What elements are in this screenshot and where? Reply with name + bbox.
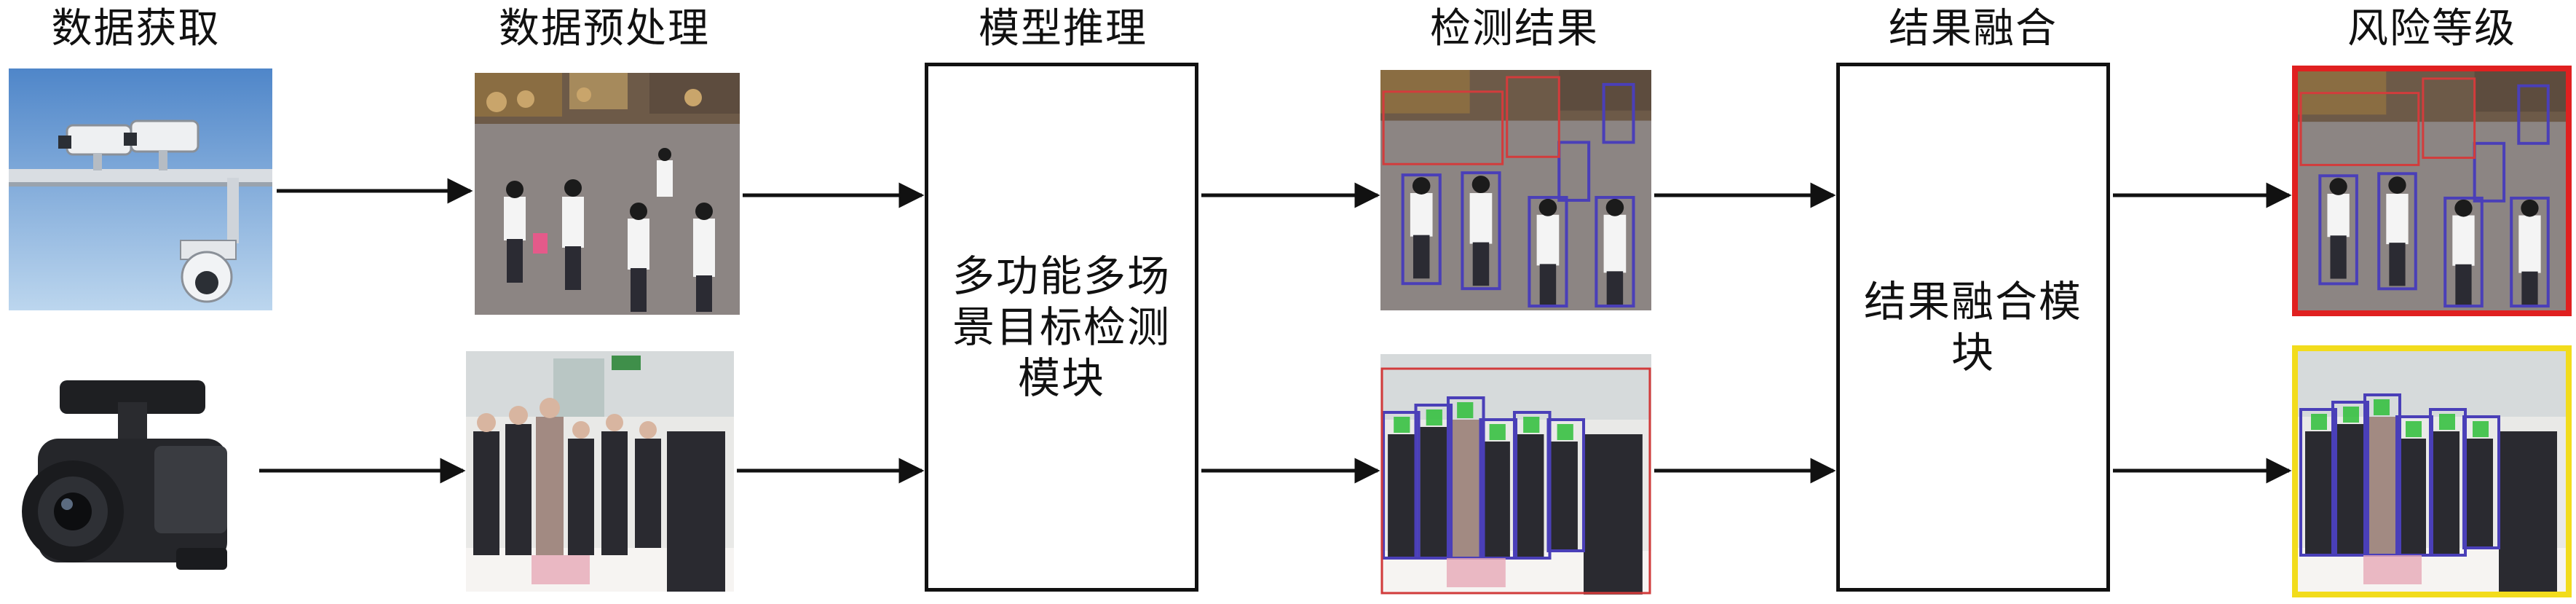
high-risk-frame-icon: [2298, 71, 2566, 310]
preprocessed-frame-indoor: [466, 351, 734, 592]
fusion-module-label: 结果融合模块: [1863, 277, 2082, 377]
detection-result-crowd: [1380, 70, 1651, 310]
camcorder-icon: [9, 366, 256, 592]
risk-level-high: [2292, 66, 2572, 316]
surveillance-camera-image: [9, 68, 272, 310]
fusion-module-box: 结果融合模块: [1836, 63, 2110, 592]
indoor-detection-icon: [1380, 354, 1651, 595]
column-title-inference: 模型推理: [979, 5, 1147, 52]
column-title-preprocess: 数据预处理: [499, 5, 710, 52]
camcorder-image: [9, 366, 256, 592]
column-title-fusion: 结果融合: [1889, 5, 2058, 52]
column-title-acquisition: 数据获取: [51, 5, 221, 52]
surveillance-camera-icon: [9, 68, 272, 310]
risk-level-medium: [2292, 345, 2572, 597]
detection-module-box: 多功能多场景目标检测模块: [925, 63, 1198, 592]
crowd-detection-icon: [1380, 70, 1651, 310]
column-title-risk: 风险等级: [2347, 5, 2516, 52]
preprocessed-frame-crowd: [475, 73, 740, 315]
crowd-street-icon: [475, 73, 740, 315]
indoor-group-icon: [466, 351, 734, 592]
detection-module-label: 多功能多场景目标检测模块: [952, 251, 1171, 403]
detection-result-indoor: [1380, 354, 1651, 595]
medium-risk-frame-icon: [2298, 351, 2566, 592]
column-title-detection: 检测结果: [1430, 5, 1599, 52]
